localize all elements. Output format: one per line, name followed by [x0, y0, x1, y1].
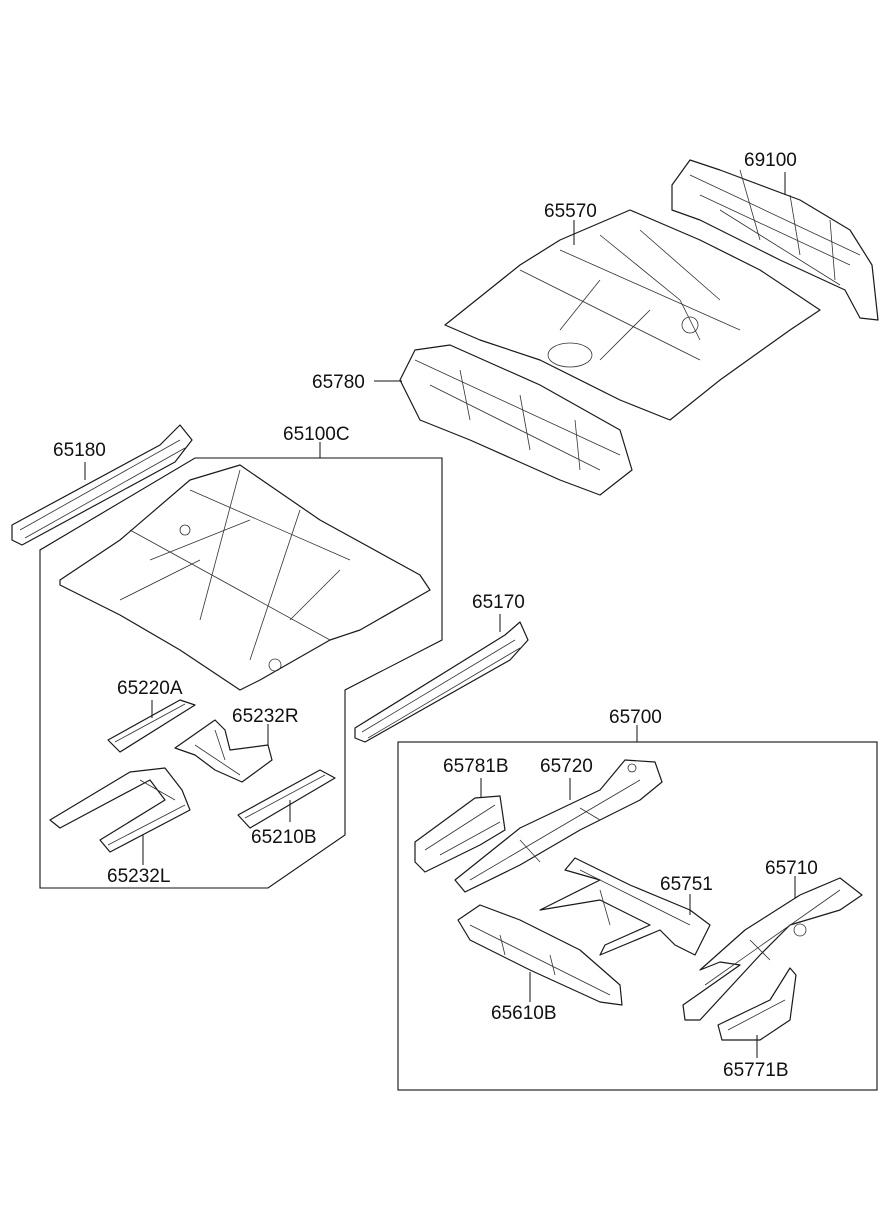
part-65232r[interactable]: [174, 719, 273, 783]
label-65751: 65751: [660, 874, 713, 895]
part-65710[interactable]: [682, 877, 863, 1021]
label-65100c: 65100C: [283, 424, 350, 445]
part-65720[interactable]: [454, 759, 663, 893]
part-65570[interactable]: [444, 209, 821, 421]
part-65220a[interactable]: [107, 699, 196, 753]
label-65710: 65710: [765, 858, 818, 879]
label-65232l: 65232L: [107, 866, 170, 887]
label-65780: 65780: [312, 372, 365, 393]
label-69100: 69100: [744, 150, 797, 171]
part-65751[interactable]: [539, 857, 711, 956]
part-65232l[interactable]: [49, 767, 191, 853]
part-65781b[interactable]: [414, 795, 506, 873]
label-65180: 65180: [53, 440, 106, 461]
part-65180[interactable]: [11, 424, 193, 546]
part-69100[interactable]: [671, 159, 879, 321]
label-65570: 65570: [544, 201, 597, 222]
group-outline-65700: [397, 741, 878, 1091]
part-65210b[interactable]: [237, 769, 336, 829]
label-65781b: 65781B: [443, 756, 509, 777]
label-65210b: 65210B: [251, 827, 317, 848]
label-65232r: 65232R: [232, 706, 299, 727]
label-65771b: 65771B: [723, 1060, 789, 1081]
part-65100c[interactable]: [59, 464, 431, 691]
label-65700: 65700: [609, 707, 662, 728]
label-65220a: 65220A: [117, 678, 183, 699]
part-65170[interactable]: [354, 621, 529, 743]
label-65610b: 65610B: [491, 1003, 557, 1024]
part-65771b[interactable]: [717, 967, 797, 1041]
part-65610b[interactable]: [457, 904, 623, 1006]
label-65720: 65720: [540, 756, 593, 777]
group-outline-65100c: [39, 457, 443, 889]
label-65170: 65170: [472, 592, 525, 613]
part-65780[interactable]: [399, 344, 633, 496]
